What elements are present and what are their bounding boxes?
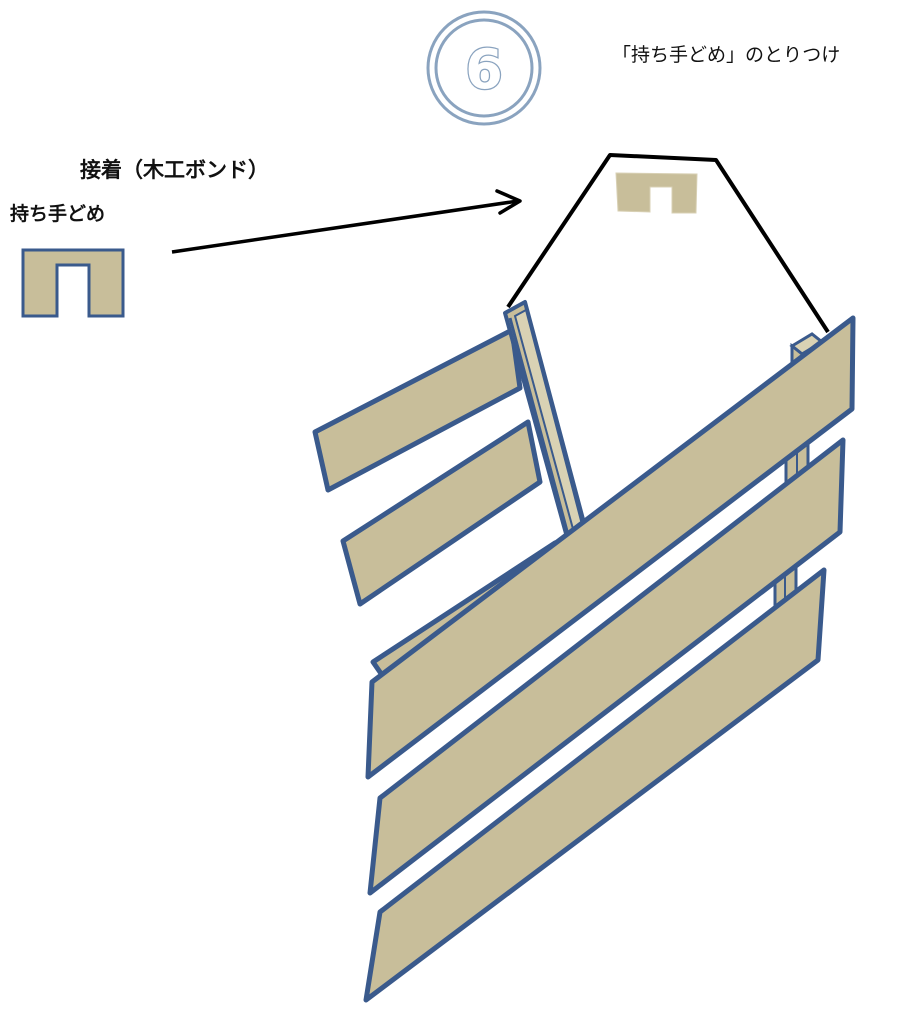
attach-arrow xyxy=(171,189,522,254)
step-title: 「持ち手どめ」のとりつけ xyxy=(612,44,841,66)
front-board-2 xyxy=(367,437,846,896)
stopper-piece xyxy=(21,248,125,318)
back-board-1 xyxy=(312,327,523,493)
front-board-3 xyxy=(363,567,827,1003)
back-board-2 xyxy=(340,419,543,607)
glue-label: 接着（木工ボンド） xyxy=(80,158,269,182)
step-number: 6 xyxy=(465,38,503,101)
front-board-1 xyxy=(365,315,856,780)
stopper-glued-piece xyxy=(615,172,698,214)
handle-rope xyxy=(506,153,830,334)
front-boards xyxy=(363,315,856,1003)
step-badge: 6 xyxy=(426,10,542,126)
stopper-label: 持ち手どめ xyxy=(10,203,106,225)
left-post xyxy=(503,300,590,550)
